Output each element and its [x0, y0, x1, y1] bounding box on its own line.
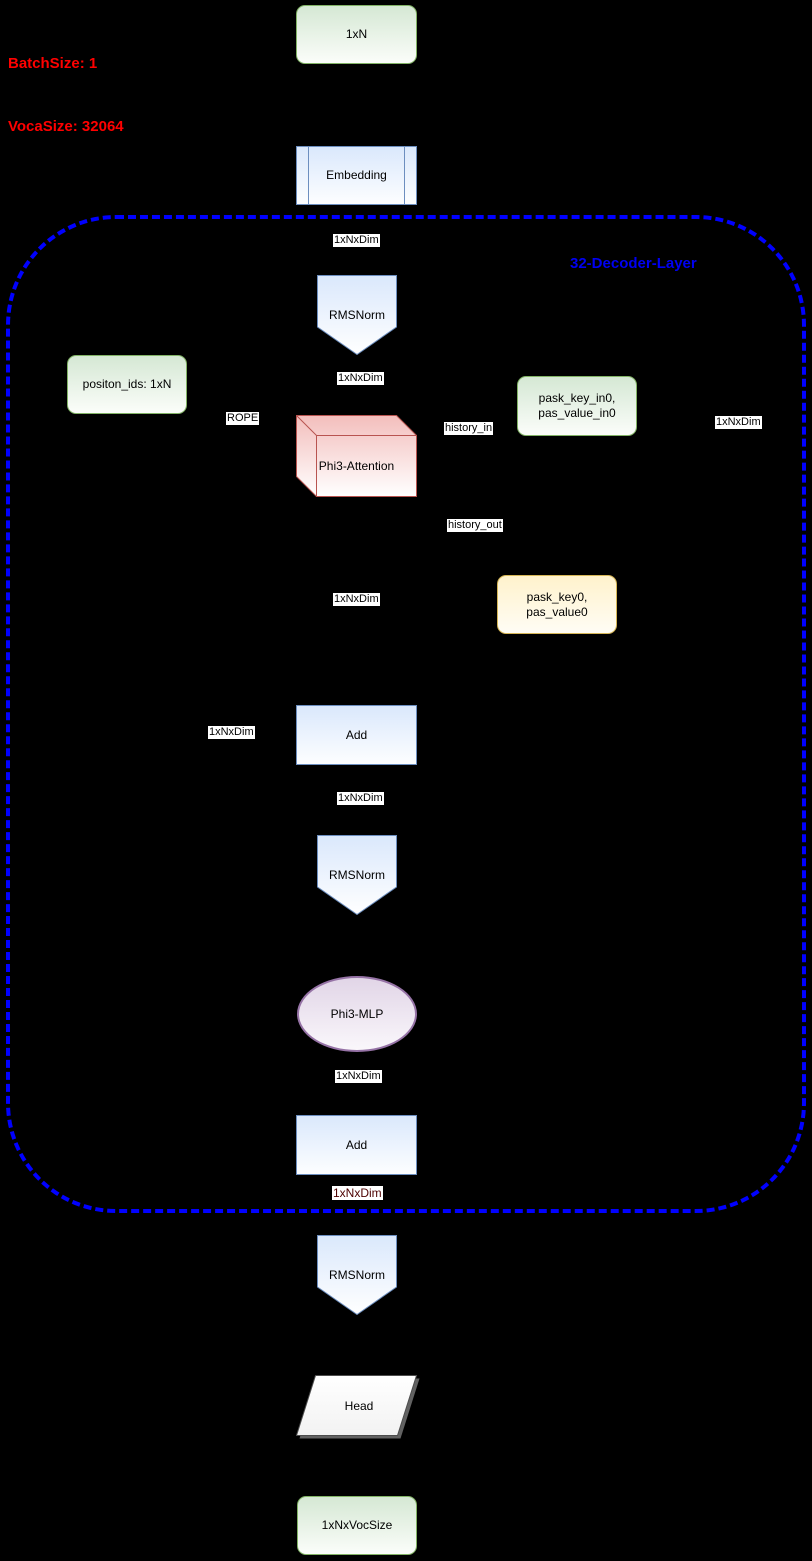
pentagon-shape	[317, 275, 397, 355]
batch-size-annotation: BatchSize: 1	[8, 55, 98, 72]
mlp-node-label: Phi3-MLP	[330, 1006, 384, 1021]
embedding-inner-line-left	[308, 147, 309, 204]
past-kv-in-node[interactable]: pask_key_in0, pas_value_in0	[517, 376, 637, 436]
positon-ids-node[interactable]: positon_ids: 1xN	[67, 355, 187, 414]
voca-size-annotation: VocaSize: 32064	[8, 118, 124, 135]
rmsnorm-node-2[interactable]: RMSNorm	[317, 835, 397, 915]
embedding-inner-line-right	[404, 147, 405, 204]
edge-label-dim-5: 1xNxDim	[208, 726, 255, 739]
rmsnorm-node-3[interactable]: RMSNorm	[317, 1235, 397, 1315]
graph-annotations: BatchSize: 1 VocaSize: 32064	[8, 11, 124, 179]
head-node-label: Head	[344, 1398, 374, 1413]
past-kv-out-line2: pas_value0	[526, 604, 588, 619]
past-kv-out-line1: pask_key0,	[526, 589, 588, 604]
rmsnorm-node-1[interactable]: RMSNorm	[317, 275, 397, 355]
pentagon-shape	[317, 835, 397, 915]
attention-node-label: Phi3-Attention	[318, 459, 395, 473]
attention-node[interactable]: Phi3-Attention	[296, 415, 417, 497]
edge-label-dim-4: 1xNxDim	[333, 593, 380, 606]
edge-label-dim-3: 1xNxDim	[715, 416, 762, 429]
output-node[interactable]: 1xNxVocSize	[297, 1496, 417, 1555]
cube-shape	[296, 415, 417, 497]
edge-label-dim-8: 1xNxDim	[332, 1186, 383, 1200]
input-node-label: 1xN	[345, 27, 368, 41]
edge-label-rope: ROPE	[226, 412, 260, 425]
mlp-node[interactable]: Phi3-MLP	[297, 976, 417, 1052]
add-node-1-label: Add	[345, 727, 368, 742]
parallelogram-shape	[296, 1375, 420, 1439]
output-node-label: 1xNxVocSize	[321, 1518, 393, 1532]
past-kv-in-line2: pas_value_in0	[538, 406, 616, 420]
past-kv-in-line1: pask_key_in0,	[538, 391, 616, 405]
edge-label-history-in: history_in	[444, 422, 494, 435]
past-kv-out-node[interactable]: pask_key0, pas_value0	[497, 575, 617, 634]
rmsnorm-node-2-label: RMSNorm	[329, 868, 385, 882]
positon-ids-node-label: positon_ids: 1xN	[82, 377, 172, 391]
add-node-2[interactable]: Add	[296, 1115, 417, 1175]
decoder-layer-group-border	[6, 215, 806, 1213]
embedding-node[interactable]: Embedding	[296, 146, 417, 205]
edge-label-dim-1: 1xNxDim	[333, 234, 380, 247]
edge-label-history-out: history_out	[447, 519, 503, 532]
edge-label-dim-7: 1xNxDim	[335, 1070, 382, 1083]
embedding-node-label: Embedding	[326, 168, 387, 182]
input-node[interactable]: 1xN	[296, 5, 417, 64]
pentagon-shape	[317, 1235, 397, 1315]
rmsnorm-node-3-label: RMSNorm	[329, 1268, 385, 1282]
add-node-2-label: Add	[345, 1137, 368, 1152]
add-node-1[interactable]: Add	[296, 705, 417, 765]
decoder-layer-group-label: 32-Decoder-Layer	[570, 255, 697, 272]
edge-label-dim-6: 1xNxDim	[337, 792, 384, 805]
head-node[interactable]: Head	[296, 1375, 422, 1440]
edge-label-dim-2: 1xNxDim	[337, 372, 384, 385]
rmsnorm-node-1-label: RMSNorm	[329, 308, 385, 322]
